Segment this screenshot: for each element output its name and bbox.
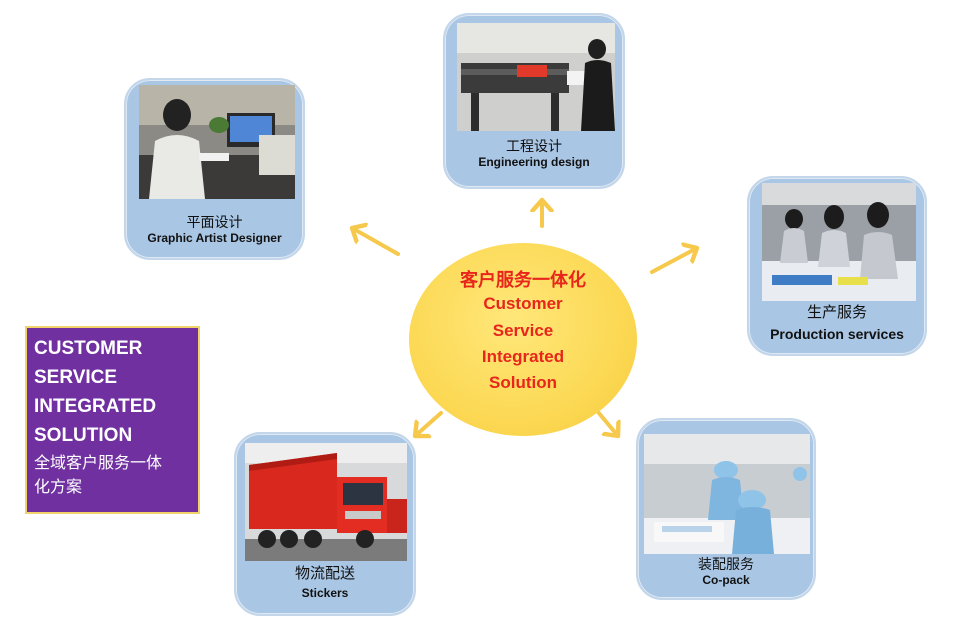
summary-line-4: SOLUTION — [34, 425, 133, 446]
photo-production-workers — [762, 183, 916, 301]
caption-engineering-design: 工程设计 Engineering design — [445, 138, 623, 169]
label-en: Graphic Artist Designer — [147, 230, 282, 245]
summary-line-1: CUSTOMER — [34, 338, 143, 359]
photo-red-truck — [245, 443, 407, 561]
center-hub: 客户服务一体化 Customer Service Integrated Solu… — [409, 243, 637, 436]
summary-zh-line-1: 全域客户服务一体 — [34, 455, 163, 472]
caption-graphic-design: 平面设计 Graphic Artist Designer — [126, 214, 303, 245]
photo-cutting-plotter — [457, 23, 615, 131]
label-zh: 物流配送 — [294, 565, 355, 582]
center-line-4: Solution — [489, 373, 557, 392]
card-logistics: 物流配送 Stickers — [234, 432, 416, 616]
center-line-1: Customer — [483, 294, 563, 313]
label-zh: 平面设计 — [186, 214, 243, 230]
summary-line-3: INTEGRATED — [34, 396, 157, 417]
summary-zh-line-2: 化方案 — [34, 479, 83, 496]
caption-production-services: 生产服务 Production services — [749, 304, 925, 343]
summary-line-2: SERVICE — [34, 367, 118, 388]
center-line-2: Service — [492, 321, 554, 340]
photo-designer-at-computer — [139, 85, 295, 199]
label-en: Production services — [770, 326, 904, 342]
card-production-services: 生产服务 Production services — [747, 176, 927, 356]
caption-logistics: 物流配送 Stickers — [236, 565, 414, 600]
arrow-to-logistics — [415, 411, 443, 436]
label-en: Engineering design — [478, 154, 590, 169]
card-engineering-design: 工程设计 Engineering design — [443, 13, 625, 189]
arrow-to-copack — [596, 410, 618, 436]
card-copack: 装配服务 Co-pack — [636, 418, 816, 600]
label-zh: 生产服务 — [806, 304, 867, 321]
card-graphic-design: 平面设计 Graphic Artist Designer — [124, 78, 305, 260]
arrow-to-graphic — [352, 228, 400, 256]
label-en: Co-pack — [702, 572, 750, 587]
center-line-3: Integrated — [481, 347, 565, 366]
label-zh: 装配服务 — [698, 556, 754, 572]
photo-packing-workers — [644, 434, 810, 554]
center-title-zh: 客户服务一体化 — [460, 270, 586, 290]
label-en: Stickers — [301, 586, 349, 600]
caption-copack: 装配服务 Co-pack — [638, 556, 814, 587]
arrow-to-production — [650, 248, 697, 274]
label-zh: 工程设计 — [506, 138, 562, 154]
solution-summary-box: CUSTOMER SERVICE INTEGRATED SOLUTION 全域客… — [25, 326, 200, 514]
